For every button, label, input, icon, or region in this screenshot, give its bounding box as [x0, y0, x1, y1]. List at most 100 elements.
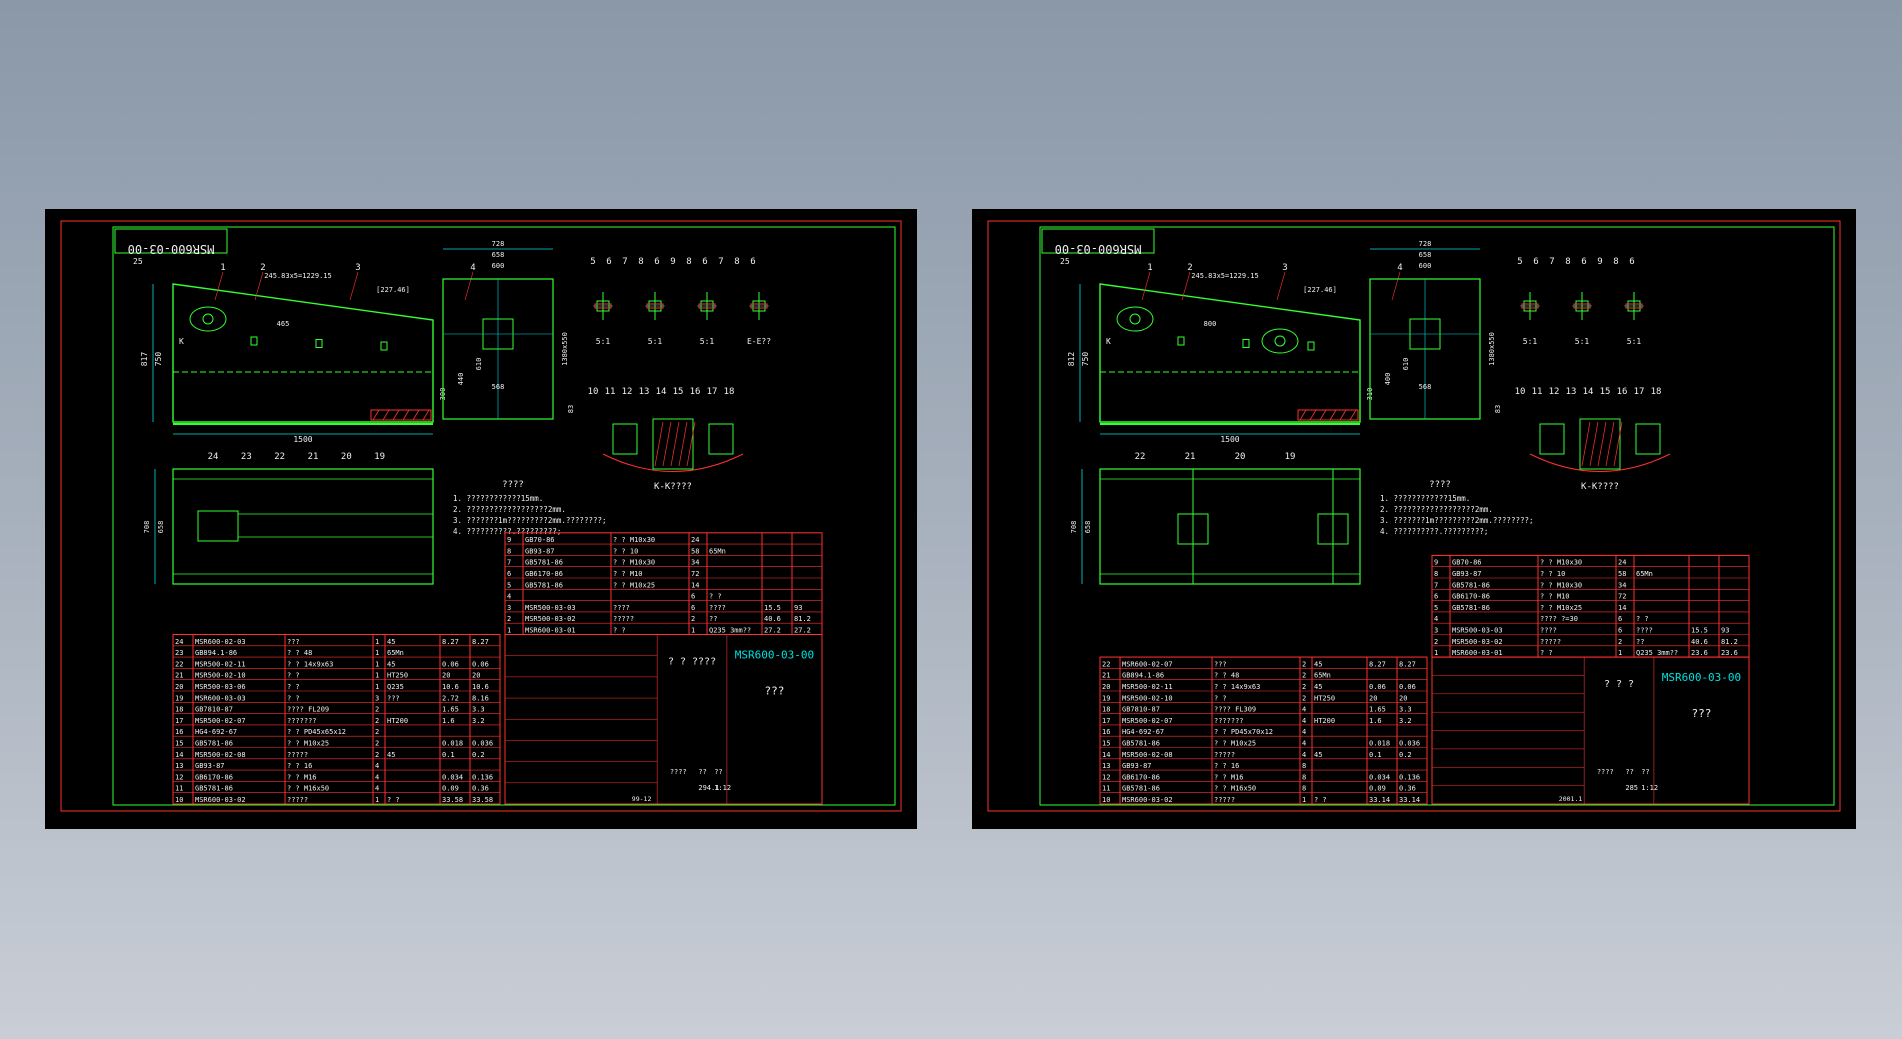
detail-callout-4: 6 — [1581, 257, 1586, 267]
dim-label-plan-w: 708 — [1070, 521, 1078, 534]
parts-cell: ? ? M16 — [1214, 773, 1244, 781]
parts-cell: ????? — [287, 796, 308, 804]
section-hatch — [662, 421, 672, 467]
callout-leader — [1141, 271, 1151, 301]
parts2-cell: 8 — [1434, 570, 1438, 578]
parts-cell: 19 — [175, 694, 183, 702]
parts-cell: Q235 — [387, 683, 404, 691]
parts2-cell: 6 — [1618, 615, 1622, 623]
parts-cell: 10.6 — [442, 683, 459, 691]
parts2-cell: 65Mn — [1636, 570, 1653, 578]
dim-label-h2: 750 — [1081, 352, 1090, 367]
parts-cell: 0.06 — [1399, 683, 1416, 691]
drawing-number-box — [114, 228, 228, 254]
dim-label-d8: 83 — [1494, 405, 1502, 413]
parts-cell: 8.16 — [472, 694, 489, 702]
parts2-cell: 4 — [1434, 615, 1438, 623]
parts-cell: ? ? PD45x70x12 — [1214, 728, 1273, 736]
parts-cell: MSR600-02-03 — [195, 638, 246, 646]
screen-clamp — [315, 339, 323, 348]
title-mass: 285 — [1625, 784, 1638, 792]
motor-shaft — [1129, 313, 1141, 325]
parts2-cell: 5 — [1434, 604, 1438, 612]
parts-cell: ??????? — [287, 717, 317, 725]
parts2-cell: GB5781-86 — [1452, 581, 1490, 589]
parts2-cell: 9 — [1434, 559, 1438, 567]
section-hub — [1579, 418, 1621, 470]
parts-cell: ? ? M10x25 — [287, 740, 329, 748]
dim-label-w1: 728 — [1419, 240, 1432, 248]
detail-callout-0: 5 — [1517, 257, 1522, 267]
motor-shaft — [202, 313, 214, 325]
parts-cell: ??? — [387, 694, 400, 702]
parts-cell: ? ? — [287, 672, 300, 680]
parts-cell: 65Mn — [1314, 672, 1331, 680]
section-hatch — [678, 421, 688, 467]
callout-leader — [254, 271, 264, 301]
parts-cell: 20 — [1369, 694, 1377, 702]
parts-cell: 10 — [175, 796, 183, 804]
dim-label-top: 245.83x5=1229.15 — [1191, 272, 1258, 280]
dim-label-top: 245.83x5=1229.15 — [264, 272, 331, 280]
dim-label-seg: 465 — [277, 320, 290, 328]
parts2-cell: ?? — [1636, 638, 1644, 646]
callout-leader — [1391, 271, 1401, 301]
parts-cell: MSR600-03-02 — [1122, 796, 1173, 804]
dim-label-d4: 440 — [457, 373, 465, 386]
callout-leader — [1276, 271, 1286, 301]
parts-cell: MSR500-02-11 — [195, 660, 246, 668]
parts-cell: ? ? 16 — [1214, 762, 1239, 770]
parts-cell: 10 — [1102, 796, 1110, 804]
parts-cell: 15 — [175, 740, 183, 748]
parts-cell: HT250 — [387, 672, 408, 680]
parts-cell: 21 — [1102, 672, 1110, 680]
dim-label-w2: 658 — [1419, 251, 1432, 259]
plan-callout-21: 21 — [308, 452, 319, 462]
parts2-cell: 1 — [1618, 649, 1622, 657]
section-title: K-K???? — [1581, 482, 1619, 492]
parts-cell: 1.6 — [1369, 717, 1382, 725]
title-date: 99-12 — [632, 795, 652, 803]
parts-cell: 0.2 — [472, 751, 485, 759]
parts-cell: MSR500-03-06 — [195, 683, 246, 691]
parts-cell: MSR500-02-07 — [1122, 717, 1173, 725]
note-line-1: 1. ????????????15mm. — [1380, 494, 1470, 503]
plan-callout-20: 20 — [1235, 452, 1246, 462]
section-callout-10: 10 — [588, 387, 599, 397]
parts-cell: 1 — [375, 672, 379, 680]
parts2-cell: 6 — [1618, 627, 1622, 635]
note-line-3: 3. ???????1m?????????2mm.????????; — [453, 516, 607, 525]
parts2-cell: MSR500-03-03 — [1452, 627, 1503, 635]
parts2-cell: ? ? M10x30 — [613, 536, 655, 544]
parts2-cell: ? ? M10 — [613, 570, 643, 578]
section-hatch — [1613, 421, 1623, 467]
section-hatch — [670, 421, 680, 467]
parts2-cell: 27.2 — [794, 627, 811, 635]
parts-cell: 8 — [1302, 773, 1306, 781]
parts2-cell: MSR500-03-02 — [525, 615, 576, 623]
parts2-cell: ???? — [613, 604, 630, 612]
parts-cell: 1 — [375, 683, 379, 691]
side-view-body — [1099, 283, 1361, 423]
title-date: 2001.1 — [1559, 795, 1583, 803]
parts-cell: 23 — [175, 649, 183, 657]
title-drawing-number: MSR600-03-00 — [1662, 671, 1741, 684]
parts-cell: 19 — [1102, 694, 1110, 702]
detail-callout-2: 7 — [1549, 257, 1554, 267]
parts-cell: 3.2 — [1399, 717, 1412, 725]
drawing-number-rotated: MSR600-03-00 — [128, 242, 215, 256]
section-callout-17: 17 — [1634, 387, 1645, 397]
parts-cell: GB93-87 — [1122, 762, 1152, 770]
title-hdr: ???? — [1597, 768, 1614, 776]
parts-cell: GB894.1-86 — [1122, 672, 1164, 680]
parts2-cell: MSR500-03-03 — [525, 604, 576, 612]
parts-cell: 4 — [1302, 751, 1306, 759]
parts-cell: 20 — [442, 672, 450, 680]
section-title: K-K???? — [654, 482, 692, 492]
callout-4: 4 — [1397, 263, 1402, 273]
parts2-cell: 81.2 — [1721, 638, 1738, 646]
